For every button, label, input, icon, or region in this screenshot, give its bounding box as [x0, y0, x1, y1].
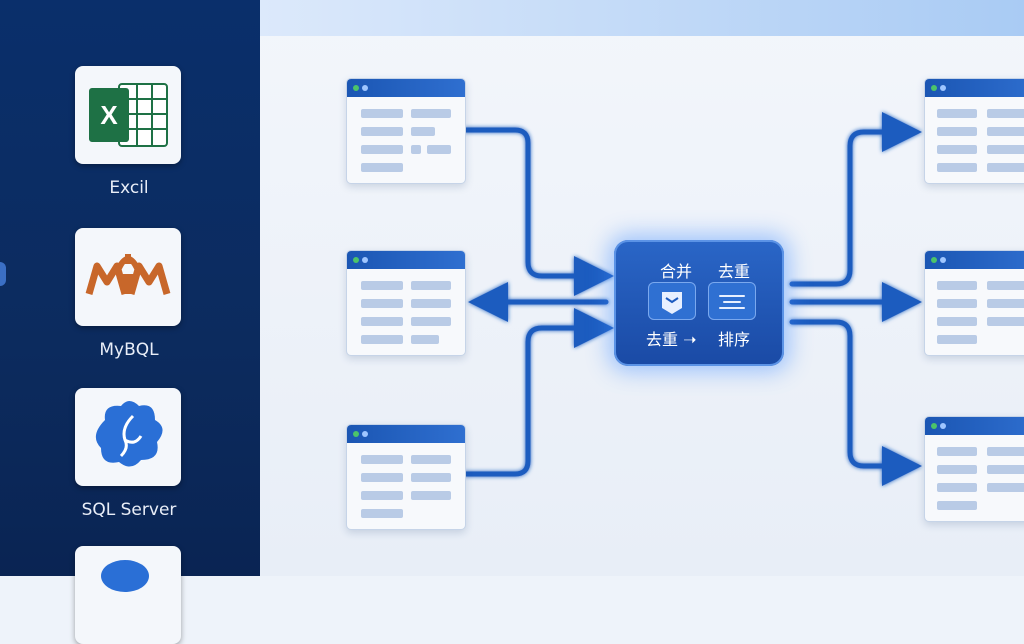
output-table-2[interactable] [924, 250, 1024, 356]
input-table-3[interactable] [346, 424, 466, 530]
source-label-sqlserver: SQL Server [81, 500, 177, 520]
window-titlebar [925, 79, 1024, 97]
output-table-3[interactable] [924, 416, 1024, 522]
window-titlebar [347, 79, 465, 97]
window-titlebar [925, 417, 1024, 435]
dedupe-label-top: 去重 [718, 262, 751, 281]
source-mysql[interactable]: MyBQL [75, 228, 183, 360]
window-titlebar [347, 251, 465, 269]
output-table-1[interactable] [924, 78, 1024, 184]
source-label-excel: Excil [109, 178, 149, 198]
flow-connectors [463, 112, 922, 486]
source-label-mysql: MyBQL [99, 340, 159, 360]
merge-label: 合并 [660, 262, 693, 281]
dedupe-label-bottom: 去重 ➝ [646, 330, 697, 349]
source-sqlserver[interactable]: SQL Server [75, 388, 183, 520]
window-titlebar [925, 251, 1024, 269]
processing-hub[interactable]: 合并 去重 去重 ➝ 排序 [614, 240, 784, 366]
input-table-2[interactable] [346, 250, 466, 356]
sqlserver-icon [75, 388, 181, 486]
top-band [260, 0, 1024, 36]
mysql-icon [75, 228, 181, 326]
source-excel[interactable]: X Excil [75, 66, 183, 198]
sort-label: 排序 [718, 330, 751, 349]
excel-icon: X [75, 66, 181, 164]
filter-icon[interactable] [708, 282, 756, 320]
merge-icon[interactable] [648, 282, 696, 320]
input-table-1[interactable] [346, 78, 466, 184]
excel-glyph: X [100, 100, 118, 130]
window-titlebar [347, 425, 465, 443]
sidebar-edge-handle[interactable] [0, 262, 6, 286]
